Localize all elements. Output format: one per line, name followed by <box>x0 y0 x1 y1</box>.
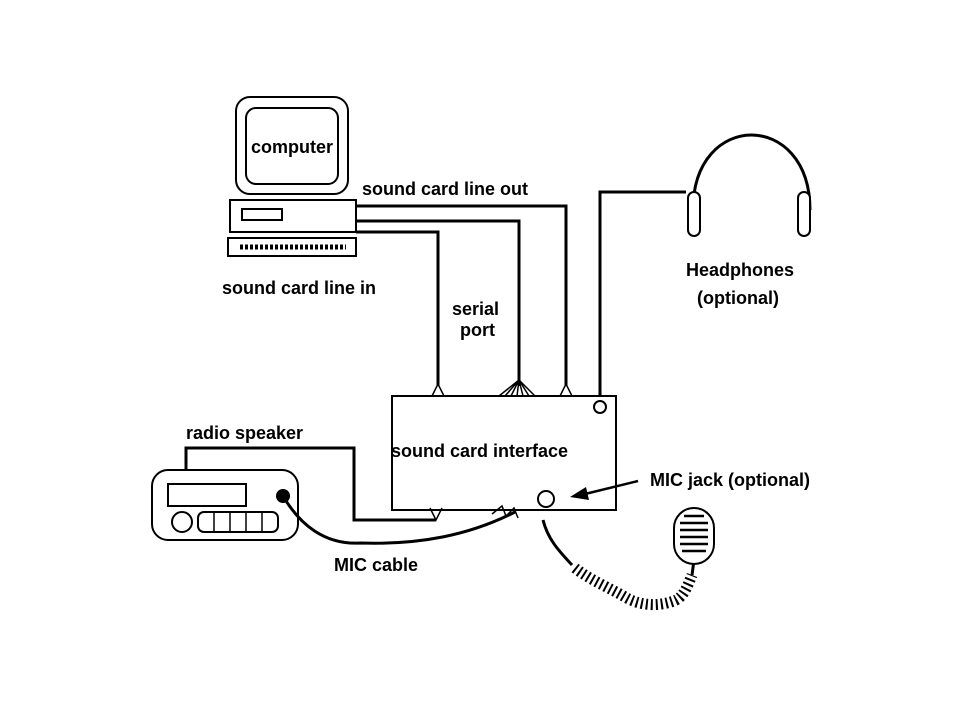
mic-jack-arrow <box>584 479 639 496</box>
computer-label: computer <box>251 137 333 157</box>
radio-speaker-wire <box>184 446 436 522</box>
serial-port-wire <box>356 219 521 386</box>
port-label: port <box>460 320 495 340</box>
headphone-wire <box>598 190 686 400</box>
line-out-wire <box>356 204 568 386</box>
serial-connector <box>498 379 536 397</box>
handheld-microphone <box>673 507 715 565</box>
line-out-label: sound card line out <box>362 179 528 199</box>
sound-card-interface-box <box>391 395 617 511</box>
mic-coiled-cord <box>571 563 698 610</box>
mic-jack <box>537 490 555 508</box>
mic-cable-plug <box>491 504 519 519</box>
radio-display <box>167 483 247 507</box>
speaker-plug <box>429 507 443 522</box>
mic-cable-label: MIC cable <box>334 555 418 575</box>
line-in-label: sound card line in <box>222 278 376 298</box>
sound-card-interface-label: sound card interface <box>391 441 568 461</box>
mic-jack-arrowhead <box>570 487 589 500</box>
radio-buttons <box>197 511 279 533</box>
serial-label: serial <box>452 299 499 319</box>
radio <box>151 469 299 541</box>
drive-slot <box>241 208 283 221</box>
headphone-jack <box>593 400 607 414</box>
headphones-optional-label: (optional) <box>697 288 779 308</box>
headphones <box>687 133 812 237</box>
monitor-screen <box>245 107 339 185</box>
line-in-wire <box>356 230 440 386</box>
mic-cable-wire <box>281 495 516 545</box>
headphones-label: Headphones <box>686 260 794 280</box>
radio-knob <box>171 511 193 533</box>
mic-cord-straight <box>541 519 574 567</box>
radio-speaker-label: radio speaker <box>186 423 303 443</box>
computer <box>227 96 357 257</box>
mic-jack-label: MIC jack (optional) <box>650 470 810 490</box>
